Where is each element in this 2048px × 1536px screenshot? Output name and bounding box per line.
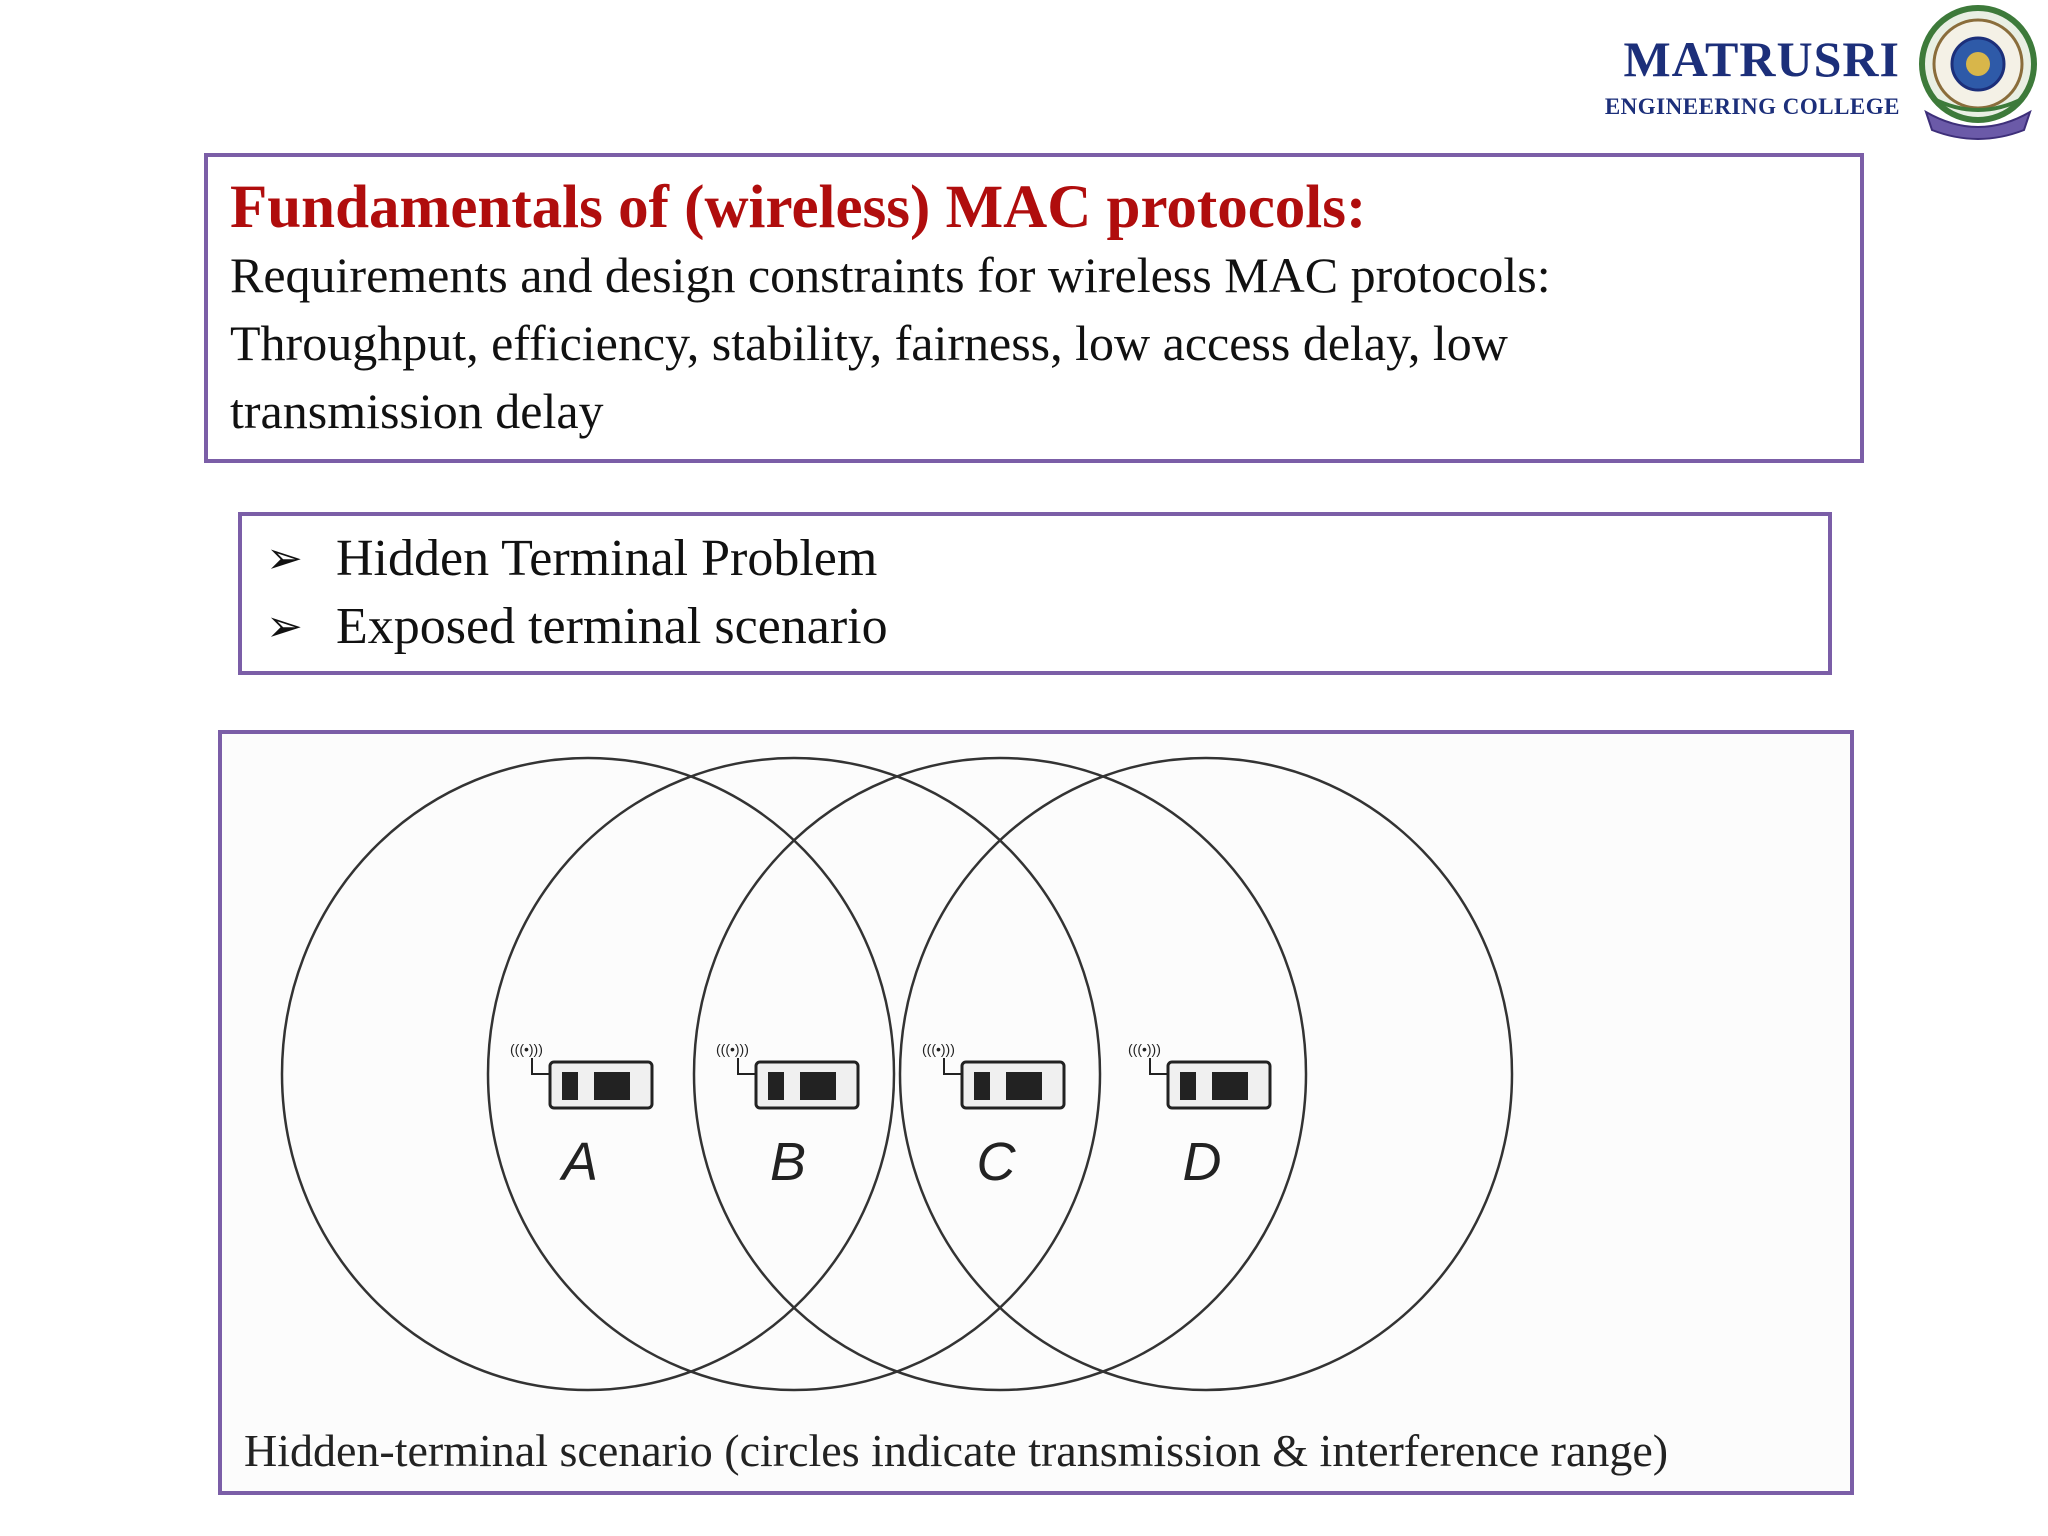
college-logo: MATRUSRI ENGINEERING COLLEGE (1588, 0, 2048, 150)
terminal-d-icon: (((•))) (1128, 1041, 1272, 1110)
svg-text:(((•))): (((•))) (510, 1041, 543, 1057)
bullet-item: ➢ Exposed terminal scenario (266, 592, 1828, 660)
terminal-a-icon: (((•))) (510, 1041, 654, 1110)
logo-subtitle: ENGINEERING COLLEGE (1604, 94, 1900, 119)
node-label-d: D (1183, 1132, 1222, 1192)
logo-name: MATRUSRI (1623, 31, 1900, 87)
requirements-line-1: Requirements and design constraints for … (230, 247, 1551, 303)
terminal-c-icon: (((•))) (922, 1041, 1066, 1110)
slide-heading: Fundamentals of (wireless) MAC protocols… (230, 174, 1367, 241)
hidden-terminal-diagram: (((•))) (((•))) (((•))) (((•))) (280, 756, 1514, 1392)
range-circle-b (486, 756, 1102, 1392)
arrow-bullet-icon: ➢ (266, 533, 303, 583)
diagram-box: (((•))) (((•))) (((•))) (((•))) (218, 730, 1854, 1495)
arrow-bullet-icon: ➢ (266, 601, 303, 651)
svg-text:(((•))): (((•))) (922, 1041, 955, 1057)
requirements-line-3: transmission delay (230, 383, 604, 439)
node-label-c: C (977, 1132, 1017, 1192)
topics-box: ➢ Hidden Terminal Problem ➢ Exposed term… (238, 512, 1832, 675)
bullet-text: Hidden Terminal Problem (336, 529, 878, 587)
range-circle-d (898, 756, 1514, 1392)
bullet-item: ➢ Hidden Terminal Problem (266, 524, 1828, 592)
bullet-text: Exposed terminal scenario (336, 597, 888, 655)
svg-text:(((•))): (((•))) (1128, 1041, 1161, 1057)
terminal-b-icon: (((•))) (716, 1041, 860, 1110)
range-circle-a (280, 756, 896, 1392)
range-circle-c (692, 756, 1308, 1392)
college-seal-icon (1919, 5, 2037, 140)
diagram-caption: Hidden-terminal scenario (circles indica… (244, 1425, 1669, 1476)
node-label-a: A (559, 1132, 598, 1192)
node-label-b: B (770, 1132, 806, 1192)
title-box: Fundamentals of (wireless) MAC protocols… (204, 153, 1864, 463)
svg-text:(((•))): (((•))) (716, 1041, 749, 1057)
requirements-line-2: Throughput, efficiency, stability, fairn… (230, 315, 1508, 371)
